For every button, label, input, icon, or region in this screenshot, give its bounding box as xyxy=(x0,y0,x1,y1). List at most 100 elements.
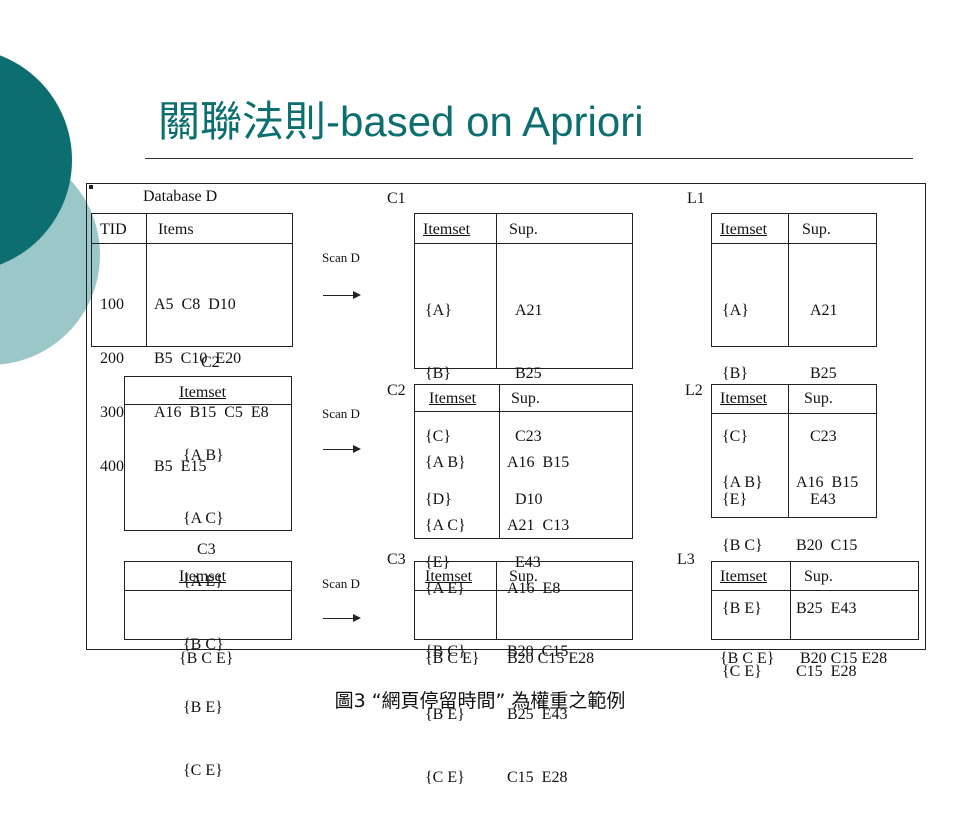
itemset-cell: {A C} xyxy=(425,517,466,534)
title-divider xyxy=(145,158,913,159)
l1-table: Itemset Sup. {A} {B} {C} {E} A21 B25 C23… xyxy=(711,213,877,508)
sup-cell: B20 C15 xyxy=(796,537,858,554)
database-label: Database D xyxy=(143,188,218,205)
itemset-column: {B C E} xyxy=(179,606,233,711)
column-divider xyxy=(788,214,789,346)
c1-table: Itemset Sup. {A} {B} {C} {D} {E} A21 B25… xyxy=(414,213,633,571)
itemset-header: Itemset xyxy=(720,390,768,407)
dark-teal-circle xyxy=(0,55,72,265)
tid-cell: 400 xyxy=(100,458,124,475)
itemset-header: Itemset xyxy=(429,390,477,407)
sup-column: A21 B25 C23 D10 E43 xyxy=(515,258,543,615)
items-cell: B5 E15 xyxy=(154,458,207,475)
itemset-cell: {A} xyxy=(425,302,452,319)
l3-table: Itemset Sup. {B C E} B20 C15 E28 xyxy=(711,561,919,667)
c3-table: Itemset Sup. {B C E} B20 C15 E28 xyxy=(414,561,633,667)
column-divider xyxy=(499,385,500,538)
itemset-cell: {E} xyxy=(425,554,451,571)
c3-label: C3 xyxy=(387,551,406,568)
c2-table: Itemset Sup. {A B} {A C} {A E} {B C} {B … xyxy=(414,384,633,786)
itemset-header: Itemset xyxy=(179,568,227,585)
c2-left-label: C2 xyxy=(201,354,220,371)
decorative-circles xyxy=(0,55,100,365)
sup-cell: A16 B15 xyxy=(507,454,570,471)
itemset-header: Itemset xyxy=(425,568,473,585)
itemset-cell: {B} xyxy=(722,365,749,382)
figure-caption: 圖3 “網頁停留時間” 為權重之範例 xyxy=(334,690,626,712)
sup-cell: C23 xyxy=(810,428,837,445)
l2-label: L2 xyxy=(685,382,703,399)
column-divider xyxy=(496,562,497,639)
itemset-cell: {B E} xyxy=(425,706,465,723)
sup-header: Sup. xyxy=(511,390,540,407)
header-divider xyxy=(712,243,876,244)
sup-cell: A21 xyxy=(515,302,543,319)
sup-cell: C15 E28 xyxy=(507,769,568,786)
itemset-cell: {B E} xyxy=(722,600,762,617)
sup-header: Sup. xyxy=(802,221,831,238)
l2-table: Itemset Sup. {A B} {B C} {B E} {C E} A16… xyxy=(711,384,877,680)
sup-cell: B20 C15 E28 xyxy=(507,650,595,667)
sup-cell: C15 E28 xyxy=(796,663,857,680)
sup-cell: B20 C15 E28 xyxy=(800,650,888,667)
itemset-cell: {D} xyxy=(425,491,452,508)
tid-header: TID xyxy=(100,221,127,238)
sup-header: Sup. xyxy=(509,221,538,238)
arrow-right-icon xyxy=(323,614,361,622)
scan-label-3: Scan D xyxy=(322,576,360,591)
column-divider xyxy=(496,214,497,368)
scan-label-1: Scan D xyxy=(322,250,360,265)
sup-cell: B25 xyxy=(810,365,837,382)
sup-cell: A16 E8 xyxy=(507,580,561,597)
itemset-header: Itemset xyxy=(720,221,768,238)
sup-cell: C23 xyxy=(515,428,542,445)
column-divider xyxy=(788,385,789,517)
sup-column: B20 C15 E28 xyxy=(800,606,887,711)
itemset-cell: {B C E} xyxy=(179,650,234,667)
sup-header: Sup. xyxy=(509,568,538,585)
arrow-right-icon xyxy=(323,291,361,299)
column-divider xyxy=(790,562,791,639)
l1-label: L1 xyxy=(687,190,705,207)
tid-column: 100 200 300 400 xyxy=(100,260,124,512)
tid-cell: 300 xyxy=(100,404,124,421)
sup-header: Sup. xyxy=(804,390,833,407)
items-column: A5 C8 D10 B5 C10 E20 A16 B15 C5 E8 B5 E1… xyxy=(154,260,269,512)
sup-header: Sup. xyxy=(804,568,833,585)
sup-cell: B20 C15 xyxy=(507,643,569,660)
items-cell: A5 C8 D10 xyxy=(154,296,236,313)
itemset-cell: {A B} xyxy=(183,447,224,464)
corner-mark xyxy=(89,185,93,189)
header-divider xyxy=(712,413,876,414)
sup-cell: B25 E43 xyxy=(796,600,857,617)
itemset-cell: {B C} xyxy=(425,643,466,660)
header-divider xyxy=(712,590,918,591)
itemset-cell: {C E} xyxy=(183,762,223,779)
header-divider xyxy=(415,411,632,412)
itemset-cell: {A B} xyxy=(722,474,763,491)
sup-cell: B25 E43 xyxy=(507,706,568,723)
itemset-cell: {C E} xyxy=(722,663,762,680)
items-header: Items xyxy=(158,221,194,238)
header-divider xyxy=(415,590,632,591)
tid-cell: 100 xyxy=(100,296,124,313)
sup-column: A16 B15 B20 C15 B25 E43 C15 E28 xyxy=(796,430,858,724)
itemset-cell: {C E} xyxy=(425,769,465,786)
sup-cell: A21 C13 xyxy=(507,517,570,534)
apriori-figure: Database D TID Items 100 200 300 400 A5 … xyxy=(86,183,926,786)
c2-label: C2 xyxy=(387,382,406,399)
sup-cell: A16 B15 xyxy=(796,474,859,491)
itemset-cell: {B E} xyxy=(183,699,223,716)
itemset-column: {A} {B} {C} {E} xyxy=(722,258,749,552)
itemset-cell: {C} xyxy=(425,428,452,445)
itemset-column: {B C E} xyxy=(720,606,774,711)
itemset-cell: {A} xyxy=(722,302,749,319)
c1-label: C1 xyxy=(387,190,406,207)
l3-label: L3 xyxy=(677,551,695,568)
sup-cell: E43 xyxy=(515,554,541,571)
header-divider xyxy=(125,404,291,405)
itemset-cell: {E} xyxy=(722,491,748,508)
header-divider xyxy=(415,243,632,244)
itemset-column: {A B} {B C} {B E} {C E} xyxy=(722,430,763,724)
itemset-cell: {B C E} xyxy=(720,650,775,667)
